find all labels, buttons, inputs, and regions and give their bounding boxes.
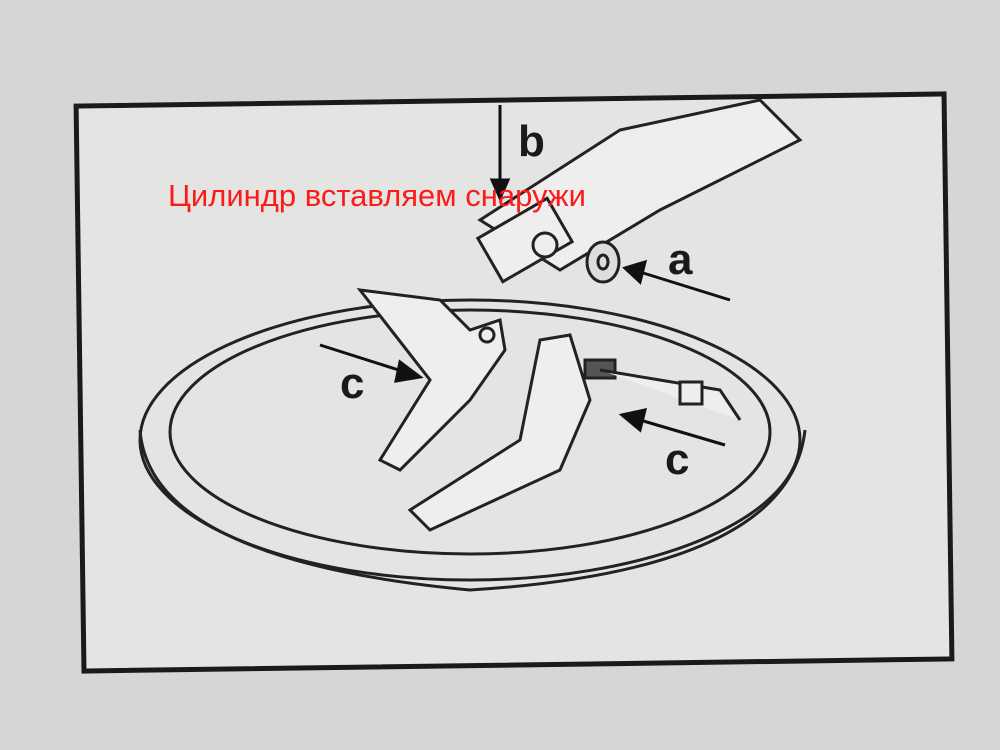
caption-overlay: Цилиндр вставляем снаружи: [168, 178, 586, 213]
cylinder: [475, 98, 803, 284]
base-ring: [138, 298, 807, 592]
washer: [585, 240, 621, 284]
label-b: b: [518, 117, 545, 166]
bracket-right: [407, 333, 742, 532]
bracket-left: [356, 288, 507, 472]
label-c-left: c: [340, 359, 365, 408]
arrows: [319, 105, 731, 447]
label-a: a: [668, 235, 693, 284]
label-c-right: c: [665, 435, 690, 484]
diagram-panel: [73, 91, 955, 674]
